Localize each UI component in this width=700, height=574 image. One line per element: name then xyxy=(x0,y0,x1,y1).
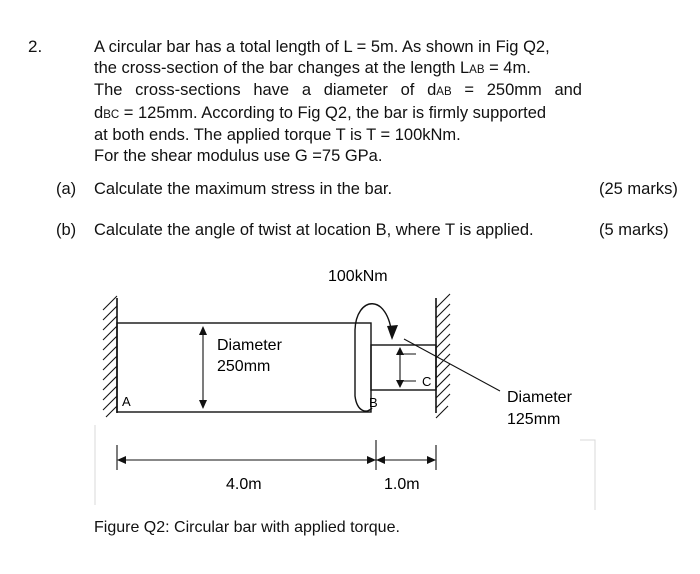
question-line-4: dBC = 125mm. According to Fig Q2, the ba… xyxy=(94,103,582,126)
diameter-ab-label-1: Diameter xyxy=(217,337,283,354)
part-a-label: (a) xyxy=(56,180,77,198)
question-line-1: A circular bar has a total length of L =… xyxy=(94,38,550,56)
diameter-ab-label-2: 250mm xyxy=(217,358,270,375)
question-number: 2. xyxy=(28,37,43,56)
subscript: AB xyxy=(436,86,452,98)
text-run: d xyxy=(94,103,104,122)
bar-section-bc xyxy=(370,344,437,391)
left-wall-support xyxy=(102,295,118,418)
torque-label: 100kNm xyxy=(328,268,388,285)
point-a-label: A xyxy=(122,394,131,409)
text-run: = 4m. xyxy=(484,58,531,77)
question-line-2: the cross-section of the bar changes at … xyxy=(94,58,582,81)
text-run: = 125mm. According to Fig Q2, the bar is… xyxy=(119,103,547,122)
part-b-text: Calculate the angle of twist at location… xyxy=(94,221,534,239)
length-dimension xyxy=(116,440,437,470)
right-wall-support xyxy=(435,293,451,419)
part-a-marks: (25 marks) xyxy=(599,180,678,198)
diameter-bc-dimension xyxy=(396,347,416,388)
question-text: A circular bar has a total length of L =… xyxy=(94,37,582,166)
part-a-text: Calculate the maximum stress in the bar. xyxy=(94,180,393,198)
point-b-label: B xyxy=(369,395,378,410)
text-run: the cross-section of the bar changes at … xyxy=(94,58,470,77)
diameter-ab-dimension xyxy=(199,326,207,409)
question-line-5: at both ends. The applied torque T is T … xyxy=(94,126,461,144)
crop-mark-right xyxy=(580,439,596,510)
text-run: The cross-sections have a diameter of d xyxy=(94,81,437,99)
part-b-label: (b) xyxy=(56,221,77,239)
figure-caption: Figure Q2: Circular bar with applied tor… xyxy=(94,519,400,536)
question-line-3: The cross-sections have a diameter of dA… xyxy=(94,80,582,103)
point-c-label: C xyxy=(422,374,431,389)
subscript: AB xyxy=(469,63,485,76)
diameter-bc-label-1: Diameter xyxy=(507,389,573,406)
subscript: BC xyxy=(103,108,120,121)
part-b-marks: (5 marks) xyxy=(599,221,669,239)
question-line-6: For the shear modulus use G =75 GPa. xyxy=(94,146,383,165)
torque-arrow-icon xyxy=(354,303,398,412)
leader-line-bc xyxy=(403,338,501,392)
length-ab-label: 4.0m xyxy=(226,476,262,493)
diameter-bc-label-2: 125mm xyxy=(507,411,560,428)
text-run: = 250mm and xyxy=(451,81,582,99)
length-bc-label: 1.0m xyxy=(384,476,420,493)
